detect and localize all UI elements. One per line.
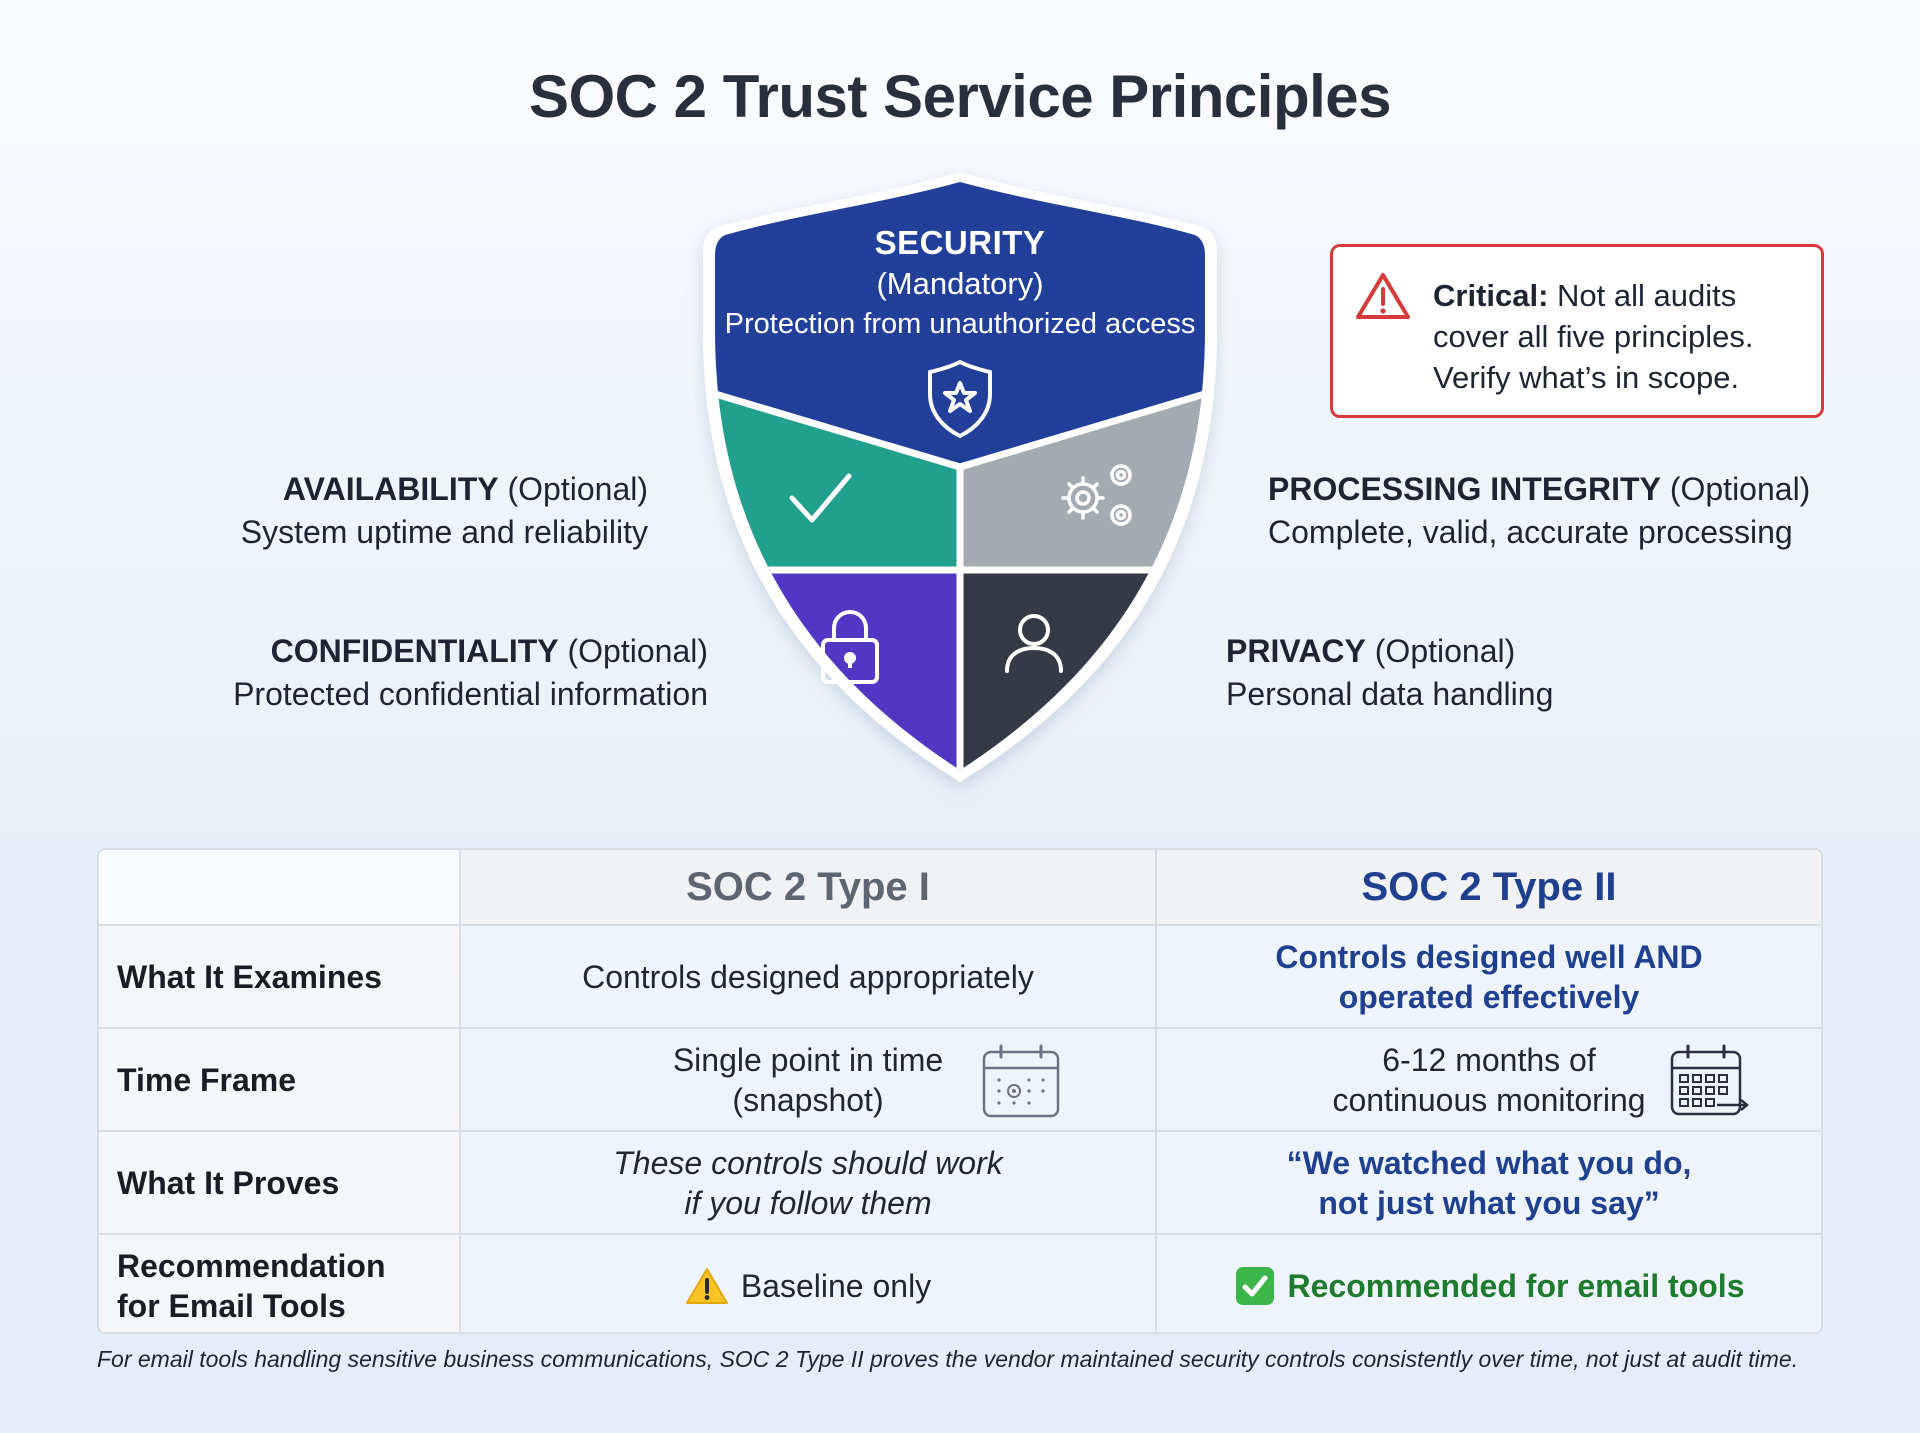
page-title: SOC 2 Trust Service Principles [528,63,1392,130]
privacy-segment [960,570,1205,770]
table-row: What It Examines Controls designed appro… [99,926,1821,1029]
calendar-snapshot-icon [982,1044,1060,1118]
shield-star-icon [928,360,992,438]
type2-cell: Controls designed well AND operated effe… [1157,926,1821,1027]
type1-text: Baseline only [740,1267,932,1304]
type1-cell: These controls should work if you follow… [461,1132,1157,1233]
processing-integrity-label: PROCESSING INTEGRITY (Optional) Complete… [1268,468,1888,554]
type1-text: Controls designed appropriately [582,958,1034,995]
availability-status: (Optional) [507,471,649,507]
type1-cell: Controls designed appropriately [461,926,1157,1027]
header-type-1: SOC 2 Type I [461,850,1157,924]
security-title: SECURITY [874,224,1046,261]
calendar-continuous-icon [1670,1044,1749,1116]
critical-line-1: Not all audits [1557,278,1737,313]
type1-cell: Single point in time (snapshot) [461,1029,1157,1130]
type2-cell: Recommended for email tools [1157,1235,1821,1332]
privacy-description: Personal data handling [1226,676,1554,712]
header-empty-cell [99,850,461,924]
trust-principles-shield [703,172,1217,782]
security-description: Protection from unauthorized access [724,308,1196,340]
security-status: (Mandatory) [876,266,1044,301]
confidentiality-status: (Optional) [567,633,709,669]
processing-integrity-status: (Optional) [1669,471,1811,507]
type2-cell: “We watched what you do, not just what y… [1157,1132,1821,1233]
warning-emoji-icon [685,1267,728,1304]
type1-text-line-2: (snapshot) [732,1081,884,1118]
type2-text: Recommended for email tools [1287,1267,1745,1304]
type1-cell: Baseline only [461,1235,1157,1332]
footnote: For email tools handling sensitive busin… [97,1346,1799,1372]
availability-label: AVAILABILITY (Optional) System uptime an… [150,468,648,554]
availability-name: AVAILABILITY [282,471,499,507]
type2-text-line-2: operated effectively [1338,978,1640,1015]
table-row: Recommendation for Email Tools Baseline … [99,1235,1821,1332]
privacy-status: (Optional) [1374,633,1516,669]
type2-text-line-1: Controls designed well AND [1275,938,1703,975]
confidentiality-label: CONFIDENTIALITY (Optional) Protected con… [150,630,708,716]
row-label-line-1: Recommendation [117,1247,386,1284]
type1-text-line-2: if you follow them [684,1184,932,1221]
privacy-name: PRIVACY [1226,633,1366,669]
checkmark-icon [789,473,852,523]
privacy-label: PRIVACY (Optional) Personal data handlin… [1226,630,1786,716]
row-label: Time Frame [99,1029,461,1130]
critical-callout: Critical: Not all audits cover all five … [1330,244,1824,418]
critical-text: Critical: Not all audits cover all five … [1433,275,1813,398]
critical-line-3: Verify what’s in scope. [1433,360,1740,395]
availability-description: System uptime and reliability [240,514,648,550]
row-label: Recommendation for Email Tools [99,1235,461,1332]
critical-label: Critical: [1433,278,1549,313]
confidentiality-description: Protected confidential information [233,676,708,712]
table-row: What It Proves These controls should wor… [99,1132,1821,1235]
row-label: What It Proves [99,1132,461,1233]
type1-text-line-1: These controls should work [613,1144,1003,1181]
row-label-line-2: for Email Tools [117,1287,346,1324]
gears-icon [1061,464,1132,526]
confidentiality-segment [715,570,960,770]
processing-integrity-name: PROCESSING INTEGRITY [1268,471,1661,507]
confidentiality-name: CONFIDENTIALITY [270,633,559,669]
type2-text-line-1: 6-12 months of [1382,1041,1596,1078]
type2-cell: 6-12 months of continuous monitoring [1157,1029,1821,1130]
type1-text-line-1: Single point in time [672,1041,944,1078]
type2-text-line-2: continuous monitoring [1332,1081,1646,1118]
person-icon [1005,614,1063,673]
processing-integrity-description: Complete, valid, accurate processing [1268,514,1793,550]
header-type-2: SOC 2 Type II [1361,865,1617,909]
green-check-emoji-icon [1235,1266,1274,1305]
padlock-icon [821,610,879,684]
comparison-table: SOC 2 Type I SOC 2 Type II What It Exami… [97,848,1823,1334]
warning-triangle-icon [1356,273,1410,319]
row-label: What It Examines [99,926,461,1027]
table-header-row: SOC 2 Type I SOC 2 Type II [99,850,1821,926]
table-row: Time Frame Single point in time (snapsho… [99,1029,1821,1132]
type2-text-line-1: “We watched what you do, [1286,1144,1692,1181]
critical-line-2: cover all five principles. [1433,319,1754,354]
type2-text-line-2: not just what you say” [1318,1184,1660,1221]
